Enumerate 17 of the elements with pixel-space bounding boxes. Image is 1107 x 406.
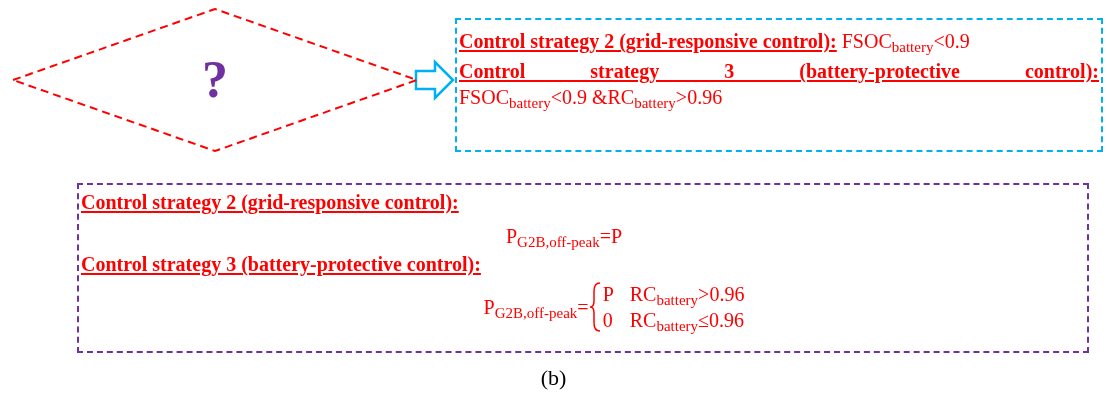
block-arrow (414, 59, 455, 101)
question-mark: ? (202, 50, 228, 110)
equation: RC$_{battery}$≤0.96 (629, 308, 745, 333)
equation: 0 (602, 308, 614, 333)
strategy-heading: Control strategy 3 (battery-protective control): (81, 252, 481, 277)
strategy-heading: Control strategy 2 (grid-responsive control): (81, 190, 460, 215)
condition-text: FSOC$_{battery}$<0.9 &RC$_{battery}$>0.96 (459, 85, 724, 110)
dashed-box (77, 183, 1089, 353)
equation: P$_{G2B,off-peak}$= (483, 295, 589, 320)
equation: P$_{G2B,off-peak}$=P (505, 224, 623, 249)
decision-diamond (12, 8, 418, 152)
equation: RC$_{battery}$>0.96 (629, 282, 745, 307)
caption: (b) (540, 365, 567, 391)
equation: P (602, 282, 614, 307)
condition-text: Control strategy 3 (battery-protective control): (459, 59, 1099, 84)
condition-text: Control strategy 2 (grid-responsive control): FSOC$_{battery}$<0.9 (459, 29, 971, 54)
dashed-box (455, 18, 1103, 152)
